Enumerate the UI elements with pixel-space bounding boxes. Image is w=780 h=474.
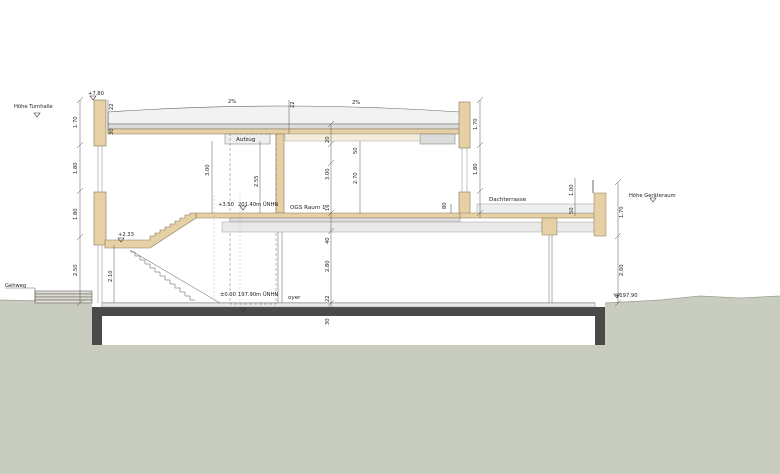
slope-right: 2%: [352, 100, 360, 106]
dim-right-3: 80: [442, 202, 448, 209]
dim-left-3: 1.80: [73, 208, 79, 220]
room-dachterrasse: Dachterrasse: [489, 197, 527, 203]
dim-far-right-2: 2.60: [619, 264, 625, 276]
dim-stair-2: 2.55: [254, 175, 260, 187]
level-top-roof: +7.80: [88, 91, 104, 97]
label-hoehe-turnhalle: Höhe Turnhalle: [14, 104, 53, 110]
elevation-upper: 201.40m ÜNHN: [238, 201, 278, 208]
room-aufzug: Aufzug: [236, 137, 256, 143]
dim-left-1: 1.70: [73, 116, 79, 128]
dimension-lines: [76, 96, 622, 316]
dim-terrace-1: 1.00: [569, 184, 575, 196]
terrain: [0, 296, 780, 474]
dim-far-right-1: 1.70: [619, 206, 625, 218]
main-stair: [104, 212, 197, 249]
dim-mid-4: 16: [325, 204, 331, 211]
ground-floor-slab: [101, 302, 596, 308]
labels: Höhe Turnhalle Höhe Geräteraum Gehweg +7…: [5, 91, 676, 301]
elevation-lower: 197.90m ÜNHN: [238, 291, 278, 298]
helper-lines: [213, 195, 241, 303]
dim-stair-3: 2.10: [108, 270, 114, 282]
dim-mid-3: 3.00: [325, 168, 331, 180]
right-upper-wall: [458, 101, 471, 216]
lower-columns: [277, 232, 553, 303]
lower-stair: [129, 249, 221, 304]
left-wall: [93, 99, 107, 303]
dim-right-2: 1.80: [473, 163, 479, 175]
street-steps: [5, 287, 93, 304]
roof: [107, 105, 461, 145]
dim-right-1: 1.70: [473, 118, 479, 130]
dim-mid-7: 22: [325, 295, 331, 302]
level-stair-landing: +2.33: [118, 232, 134, 238]
dim-mid-1: 20: [325, 136, 331, 143]
level-terrace-right: +197.90: [615, 293, 638, 299]
room-foyer: oyer: [288, 295, 301, 301]
dim-mid-2: 50: [353, 147, 359, 154]
level-ground-floor: ±0.00: [220, 292, 236, 298]
dim-mid-5: 40: [325, 237, 331, 244]
dim-roof-2: 22: [290, 101, 296, 108]
terrace: [450, 180, 607, 237]
level-triangles: [33, 95, 657, 313]
label-gehweg: Gehweg: [5, 283, 26, 289]
dimension-numbers: 1.70 1.80 1.80 2.50 22 22 30 20 50 3.00 …: [73, 101, 625, 325]
dim-mid-8: 30: [325, 318, 331, 325]
dim-left-4: 2.50: [73, 264, 79, 276]
foundation: [92, 307, 605, 345]
dim-roof-3: 30: [109, 128, 115, 135]
dim-roof-1: 22: [109, 103, 115, 110]
label-hoehe-geraeteraum: Höhe Geräteraum: [629, 193, 676, 199]
slope-left: 2%: [228, 99, 236, 105]
dim-mid-6: 2.80: [325, 260, 331, 272]
dim-mid-b: 2.70: [353, 172, 359, 184]
elevation-upper-mark: +3.50: [218, 202, 234, 208]
dim-terrace-2: 50: [569, 207, 575, 214]
room-ogs-raum: OGS Raum 1: [290, 205, 326, 211]
dim-stair-1: 3.00: [205, 164, 211, 176]
dim-left-2: 1.80: [73, 162, 79, 174]
first-floor-slab: [195, 212, 606, 236]
